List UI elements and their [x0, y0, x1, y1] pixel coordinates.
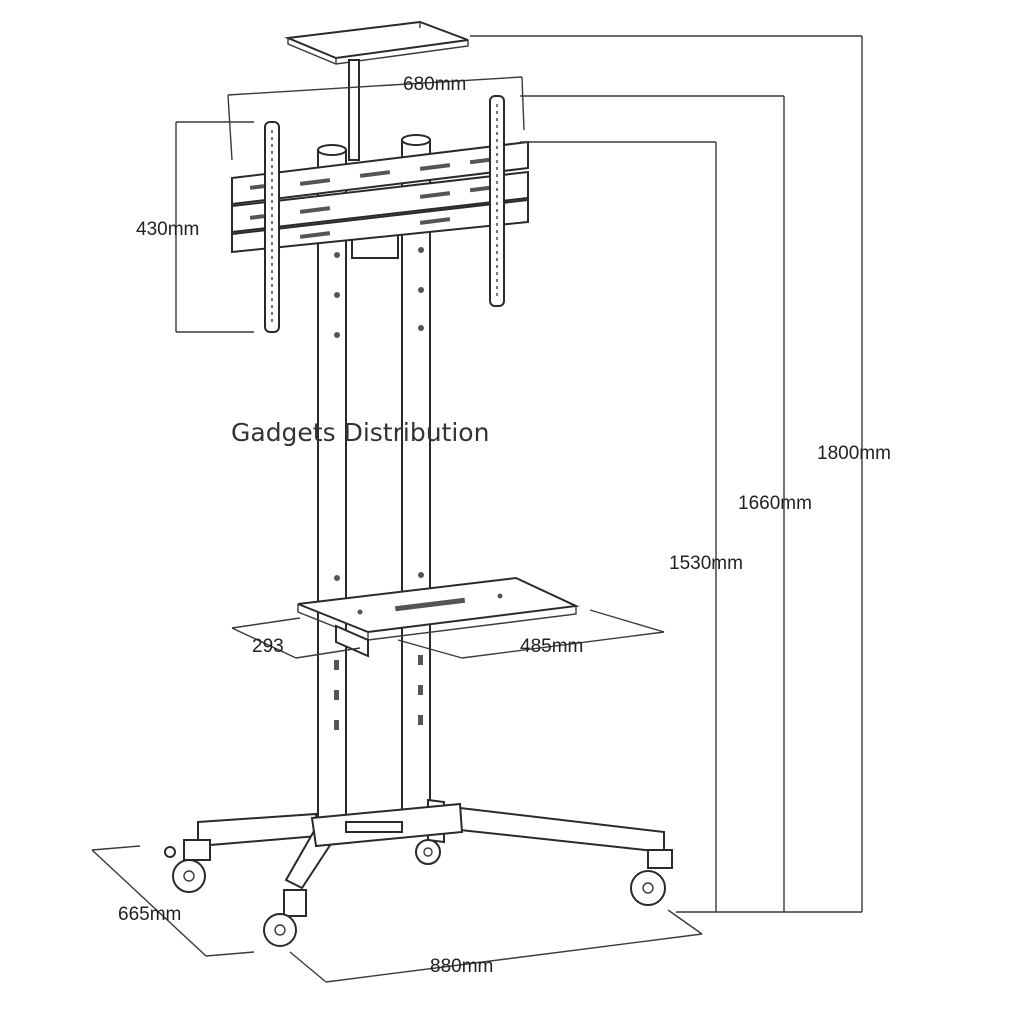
dimension-lines — [91, 35, 863, 983]
top-shelf — [284, 20, 469, 161]
tv-mount-bracket — [231, 95, 529, 333]
label-mount-center-height: 1530mm — [669, 553, 743, 574]
caster-back — [415, 839, 441, 865]
columns — [317, 134, 431, 826]
caster-front — [263, 889, 307, 947]
label-shelf-width: 485mm — [520, 636, 583, 657]
base — [164, 798, 673, 947]
label-base-width: 880mm — [430, 956, 493, 977]
label-base-depth: 665mm — [118, 904, 181, 925]
label-mount-height: 430mm — [136, 219, 199, 240]
caster-right — [630, 849, 673, 906]
watermark-text: Gadgets Distribution — [231, 418, 489, 447]
label-shelf-depth: 293 — [252, 636, 284, 657]
label-total-height: 1800mm — [817, 443, 891, 464]
middle-shelf — [297, 576, 580, 658]
label-mount-width: 680mm — [403, 74, 466, 95]
label-mount-top-height: 1660mm — [738, 493, 812, 514]
caster-left — [164, 839, 211, 893]
